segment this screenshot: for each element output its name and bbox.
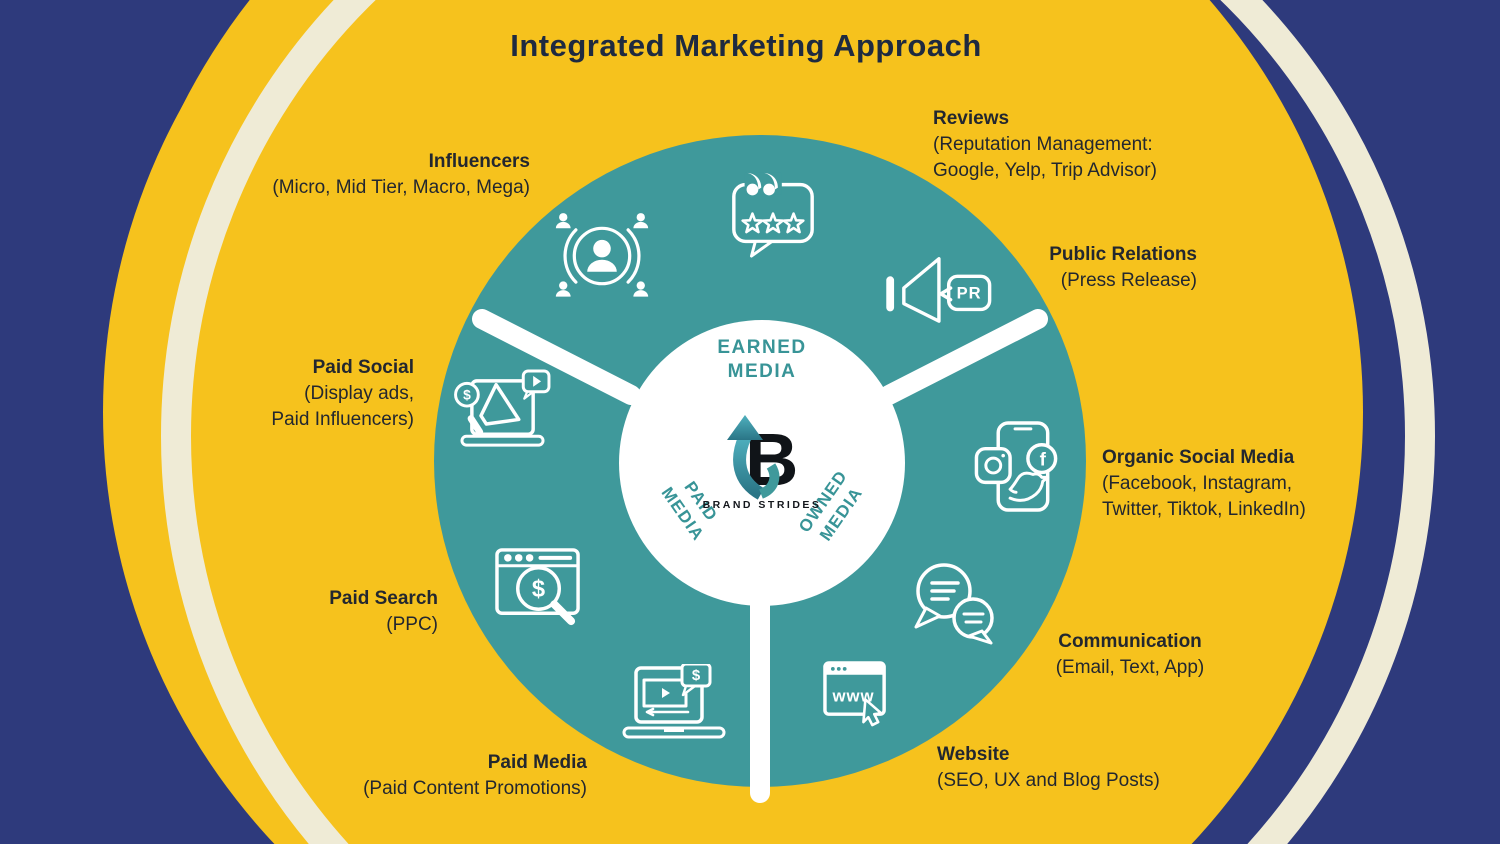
page-title: Integrated Marketing Approach: [510, 28, 982, 63]
video-ad-bubble-icon: [521, 369, 551, 400]
dollar-text: $: [463, 387, 471, 403]
facebook-icon: f: [1026, 442, 1058, 475]
public-relations-icon: PR: [886, 257, 992, 323]
label-line: (Reputation Management:: [933, 134, 1153, 155]
label-line: (Display ads,: [304, 383, 414, 404]
brand-logo-arrow-swoosh: [758, 463, 780, 499]
label-communication: Communication (Email, Text, App): [1005, 629, 1255, 681]
dollar-coin-icon: $: [454, 381, 480, 408]
earned-media-wheel-label: EARNED MEDIA: [662, 336, 862, 384]
label-reviews: Reviews (Reputation Management: Google, …: [933, 106, 1157, 184]
cursor-icon: [862, 698, 883, 727]
communication-icon: [914, 563, 994, 645]
instagram-icon: [974, 446, 1012, 485]
label-title: Communication: [1058, 631, 1202, 652]
influencers-icon: [555, 213, 649, 297]
label-line: Twitter, Tiktok, LinkedIn): [1102, 499, 1306, 520]
label-line: (Email, Text, App): [1055, 657, 1205, 678]
dollar-text: $: [532, 576, 545, 602]
quote-marks-icon: [746, 172, 778, 196]
label-title: Paid Media: [487, 752, 587, 773]
label-title: Influencers: [428, 151, 530, 172]
earned-media-line2: MEDIA: [727, 361, 797, 382]
brand-logo-arrow-shaft: [733, 434, 765, 500]
label-title: Public Relations: [1049, 244, 1197, 265]
facebook-letter: f: [1040, 449, 1047, 470]
star-icons: [741, 212, 805, 234]
label-line: (Micro, Mid Tier, Macro, Mega): [272, 177, 530, 198]
label-title: Organic Social Media: [1102, 447, 1295, 468]
megaphone-icon: [467, 382, 521, 436]
label-title: Reviews: [933, 108, 1010, 129]
paid-search-icon: $: [495, 548, 580, 626]
label-website: Website (SEO, UX and Blog Posts): [937, 742, 1160, 794]
label-line: Google, Yelp, Trip Advisor): [933, 160, 1157, 181]
browser-dots-icon: [830, 666, 847, 671]
reviews-icon: [732, 172, 814, 258]
dollar-bubble-icon: $: [680, 664, 712, 697]
brand-logo: B: [727, 415, 798, 501]
label-line: (SEO, UX and Blog Posts): [937, 770, 1160, 791]
twitter-bird-icon: [1008, 471, 1050, 502]
brand-name: BRAND STRIDES: [702, 499, 822, 511]
label-line: (Press Release): [1060, 270, 1197, 291]
organic-social-icon: f: [974, 421, 1058, 512]
label-line: (Facebook, Instagram,: [1102, 473, 1293, 494]
mini-people-icons: [555, 213, 649, 297]
label-paid-social: Paid Social (Display ads, Paid Influence…: [214, 355, 414, 433]
browser-dots-icon: [504, 554, 534, 562]
label-line: Paid Influencers): [271, 409, 414, 430]
earned-media-line1: EARNED: [717, 337, 807, 358]
paid-social-icon: $: [454, 369, 551, 447]
label-line: (Paid Content Promotions): [363, 778, 587, 799]
label-influencers: Influencers (Micro, Mid Tier, Macro, Meg…: [180, 149, 530, 201]
label-public-relations: Public Relations (Press Release): [947, 242, 1197, 294]
dollar-text: $: [692, 667, 701, 684]
wheel-hub: [619, 320, 905, 606]
label-line: (PPC): [386, 614, 438, 635]
label-paid-search: Paid Search (PPC): [238, 586, 438, 638]
website-icon: www: [823, 661, 886, 727]
pr-text: PR: [957, 284, 982, 303]
brand-logo-arrow-icon: [727, 415, 763, 440]
label-title: Paid Search: [329, 588, 438, 609]
label-title: Website: [937, 744, 1010, 765]
paid-media-icon: $: [622, 664, 726, 739]
label-organic-social-media: Organic Social Media (Facebook, Instagra…: [1102, 445, 1306, 523]
www-text: www: [832, 686, 875, 705]
label-paid-media: Paid Media (Paid Content Promotions): [337, 750, 587, 802]
label-title: Paid Social: [312, 357, 414, 378]
